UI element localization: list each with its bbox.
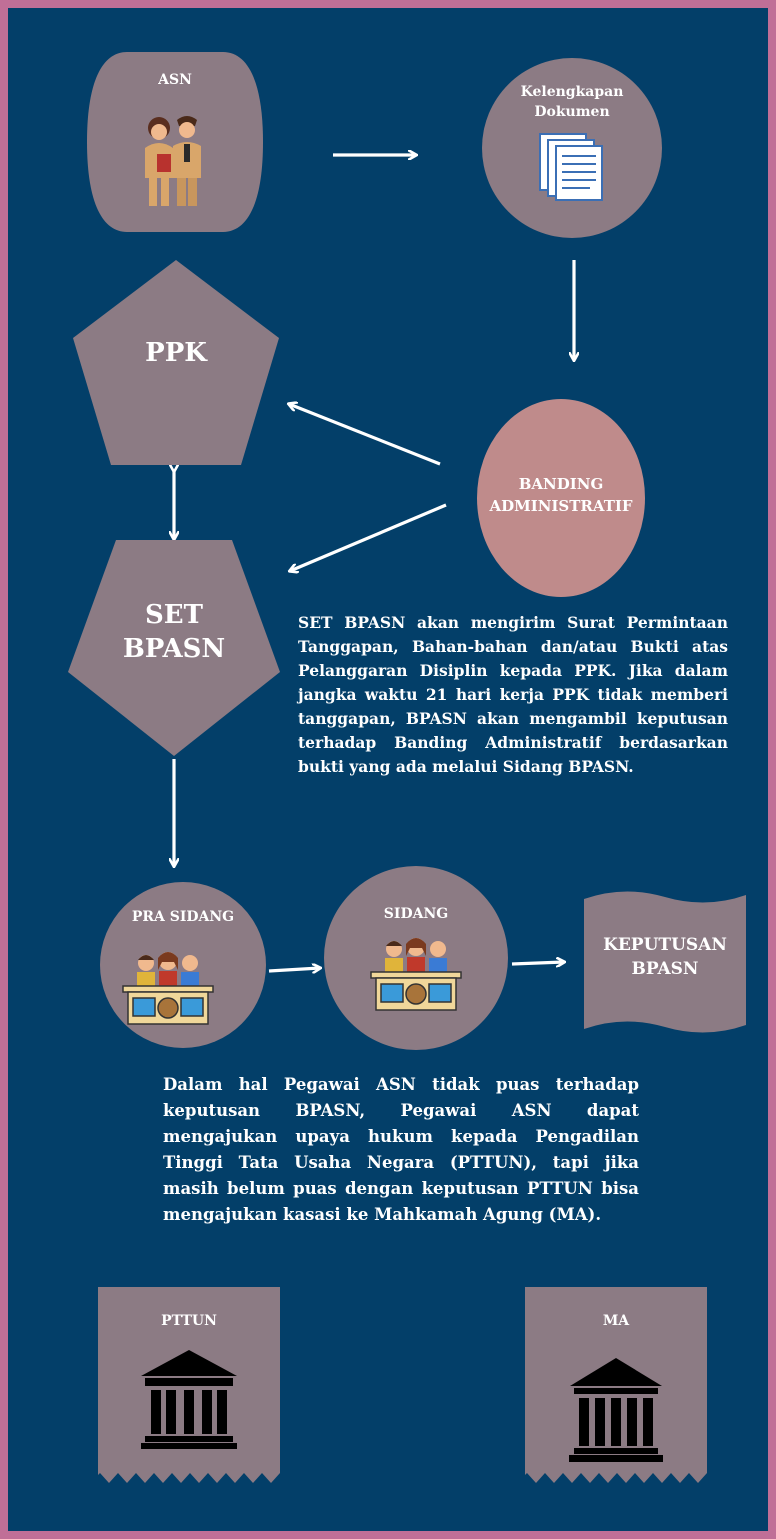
pra-sidang-label: PRA SIDANG: [131, 909, 235, 925]
banding-label: BANDING ADMINISTRATIF: [489, 475, 633, 515]
asn-label: ASN: [158, 72, 192, 88]
dokumen-label: Kelengkapan Dokumen: [520, 84, 624, 120]
set-bpasn-note: SET BPASN akan mengirim Surat Permintaan…: [298, 613, 728, 776]
ppk-node: [73, 260, 279, 465]
tribunal-panel-icon: [370, 938, 462, 1011]
arrow-banding-to-ppk: [289, 404, 441, 466]
keputusan-node: [584, 891, 746, 1033]
civil-servants-icon: [145, 116, 201, 206]
flowchart-canvas: ASN Kelengkapan Dokumen PPK: [8, 8, 768, 1531]
set-bpasn-label: SET BPASN: [122, 600, 226, 664]
courthouse-icon: [569, 1358, 663, 1462]
ppk-label: PPK: [145, 338, 207, 368]
arrow-sidang-to-keputusan: [511, 962, 564, 964]
arrows-layer: [8, 8, 768, 1531]
tribunal-panel-icon: [122, 952, 214, 1025]
arrow-banding-to-set-bpasn: [290, 503, 447, 571]
banding-node: [477, 399, 645, 597]
asn-node: [87, 52, 263, 232]
courthouse-icon: [141, 1350, 237, 1449]
arrow-pra-sidang-to-sidang: [268, 968, 320, 971]
documents-icon: [539, 133, 603, 201]
appeal-note: Dalam hal Pegawai ASN tidak puas terhada…: [163, 1075, 639, 1224]
ma-label: MA: [602, 1313, 630, 1329]
pttun-label: PTTUN: [161, 1313, 217, 1329]
set-bpasn-node: [68, 540, 280, 756]
keputusan-label: KEPUTUSAN BPASN: [603, 935, 727, 979]
sidang-label: SIDANG: [383, 906, 449, 922]
